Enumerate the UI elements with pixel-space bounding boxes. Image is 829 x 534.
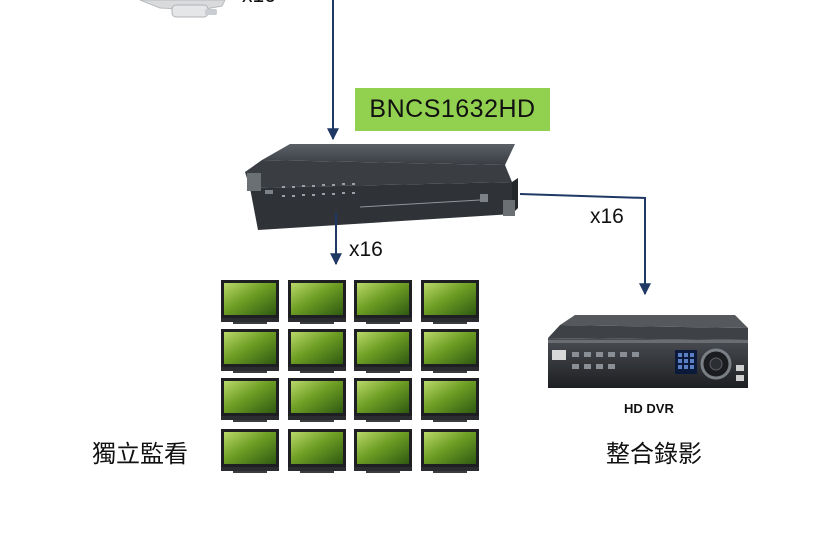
monitor xyxy=(421,378,479,422)
monitor xyxy=(421,280,479,324)
monitors-caption: 獨立監看 xyxy=(92,440,188,468)
camera-count-label: x16 xyxy=(242,0,276,8)
dvr-count-label: x16 xyxy=(590,205,624,228)
dvr-caption: 整合錄影 xyxy=(606,440,702,468)
device-model-label: BNCS1632HD xyxy=(369,95,536,123)
monitor-count-label: x16 xyxy=(349,238,383,261)
monitor xyxy=(288,378,346,422)
monitor xyxy=(288,329,346,373)
monitor xyxy=(354,280,412,324)
camera-icon xyxy=(139,0,226,18)
monitor xyxy=(288,429,346,473)
monitor xyxy=(221,280,279,324)
arrow-device-to-dvr xyxy=(519,193,651,296)
monitor xyxy=(354,329,412,373)
monitor xyxy=(221,429,279,473)
dvr-device xyxy=(548,315,748,388)
monitor-grid xyxy=(221,280,479,473)
dvr-model-label: HD DVR xyxy=(624,401,674,416)
bncs-device xyxy=(245,144,518,230)
monitor xyxy=(221,378,279,422)
monitor xyxy=(421,429,479,473)
monitor xyxy=(421,329,479,373)
device-model-badge: BNCS1632HD xyxy=(355,88,550,131)
monitor xyxy=(221,329,279,373)
monitor xyxy=(354,378,412,422)
monitor xyxy=(354,429,412,473)
monitor xyxy=(288,280,346,324)
